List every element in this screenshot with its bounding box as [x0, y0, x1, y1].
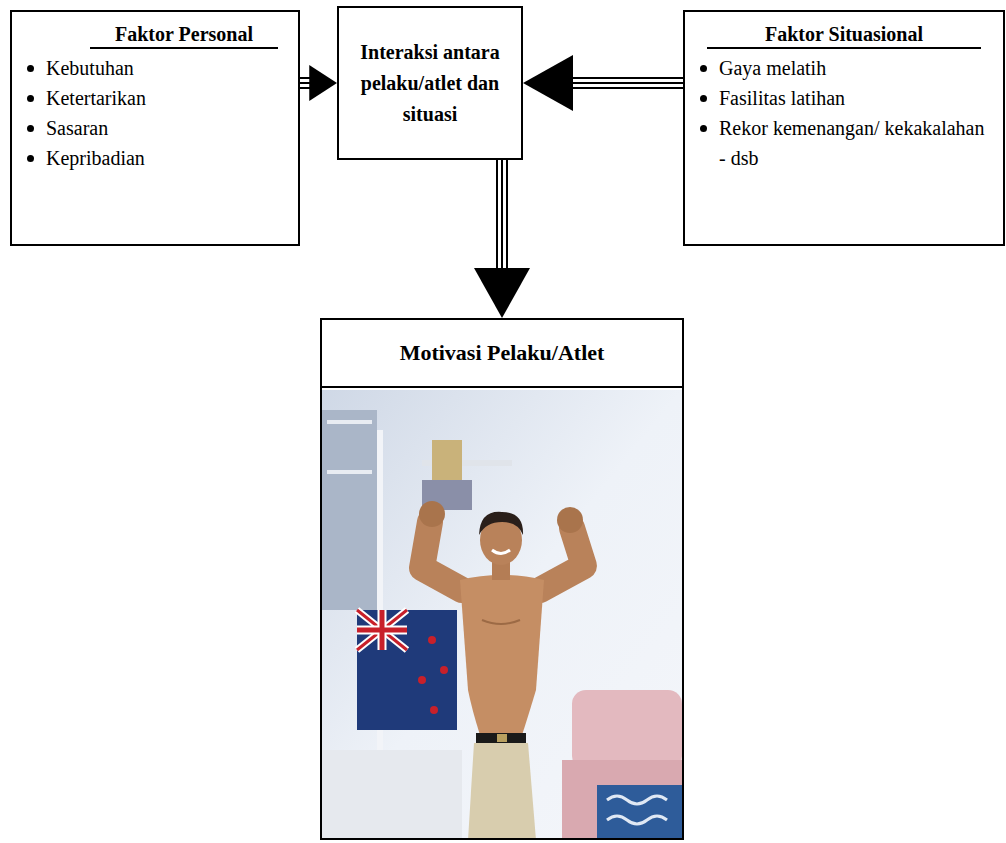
- bullet-item: Kepribadian: [20, 143, 290, 173]
- arrow-head: [309, 65, 337, 101]
- bullet-item: Fasilitas latihan: [693, 83, 995, 113]
- bullet-text: Kepribadian: [46, 147, 145, 169]
- connector-line: [496, 160, 498, 270]
- bullet-item: Ketertarikan: [20, 83, 290, 113]
- bullet-text: Rekor kemenangan/ kekakalahan - dsb: [719, 117, 984, 169]
- athlete-photo: [322, 390, 682, 838]
- bullet-text: Fasilitas latihan: [719, 87, 845, 109]
- photo-frame-box: Motivasi Pelaku/Atlet: [320, 318, 684, 840]
- bullet-dot: [700, 125, 707, 132]
- bullet-text: Kebutuhan: [46, 57, 134, 79]
- triple-line-arrow: [474, 160, 530, 318]
- connector-line: [571, 77, 683, 79]
- bullet-text: Gaya melatih: [719, 57, 826, 79]
- bullet-text: Sasaran: [46, 117, 108, 139]
- box-text: Interaksi antara pelaku/atlet dan situas…: [347, 37, 513, 130]
- connector-line: [571, 82, 683, 84]
- factor-box: Faktor PersonalKebutuhanKetertarikanSasa…: [10, 10, 300, 246]
- connector-line: [506, 160, 508, 270]
- connector-line: [571, 87, 683, 89]
- bullet-dot: [27, 65, 34, 72]
- triple-line-arrow: [523, 55, 683, 111]
- arrow-head: [474, 268, 530, 318]
- bullet-text: Ketertarikan: [46, 87, 146, 109]
- bullet-dot: [700, 65, 707, 72]
- bullet-dot: [700, 95, 707, 102]
- factor-box: Faktor SituasionalGaya melatihFasilitas …: [683, 10, 1005, 246]
- bullet-item: Sasaran: [20, 113, 290, 143]
- process-box: Interaksi antara pelaku/atlet dan situas…: [337, 6, 523, 160]
- connector-line: [501, 160, 503, 270]
- bullet-dot: [27, 155, 34, 162]
- bullet-dot: [27, 125, 34, 132]
- box-heading: Motivasi Pelaku/Atlet: [400, 340, 605, 366]
- box-heading: Faktor Personal: [90, 22, 278, 49]
- bullet-dot: [27, 95, 34, 102]
- bullet-item: Gaya melatih: [693, 53, 995, 83]
- photo-holder: [322, 390, 682, 838]
- title-band: Motivasi Pelaku/Atlet: [322, 320, 682, 388]
- box-heading: Faktor Situasional: [707, 22, 981, 49]
- bullet-item: Kebutuhan: [20, 53, 290, 83]
- arrow-head: [523, 55, 573, 111]
- bullet-item: Rekor kemenangan/ kekakalahan - dsb: [693, 113, 995, 173]
- triple-line-arrow: [300, 65, 337, 101]
